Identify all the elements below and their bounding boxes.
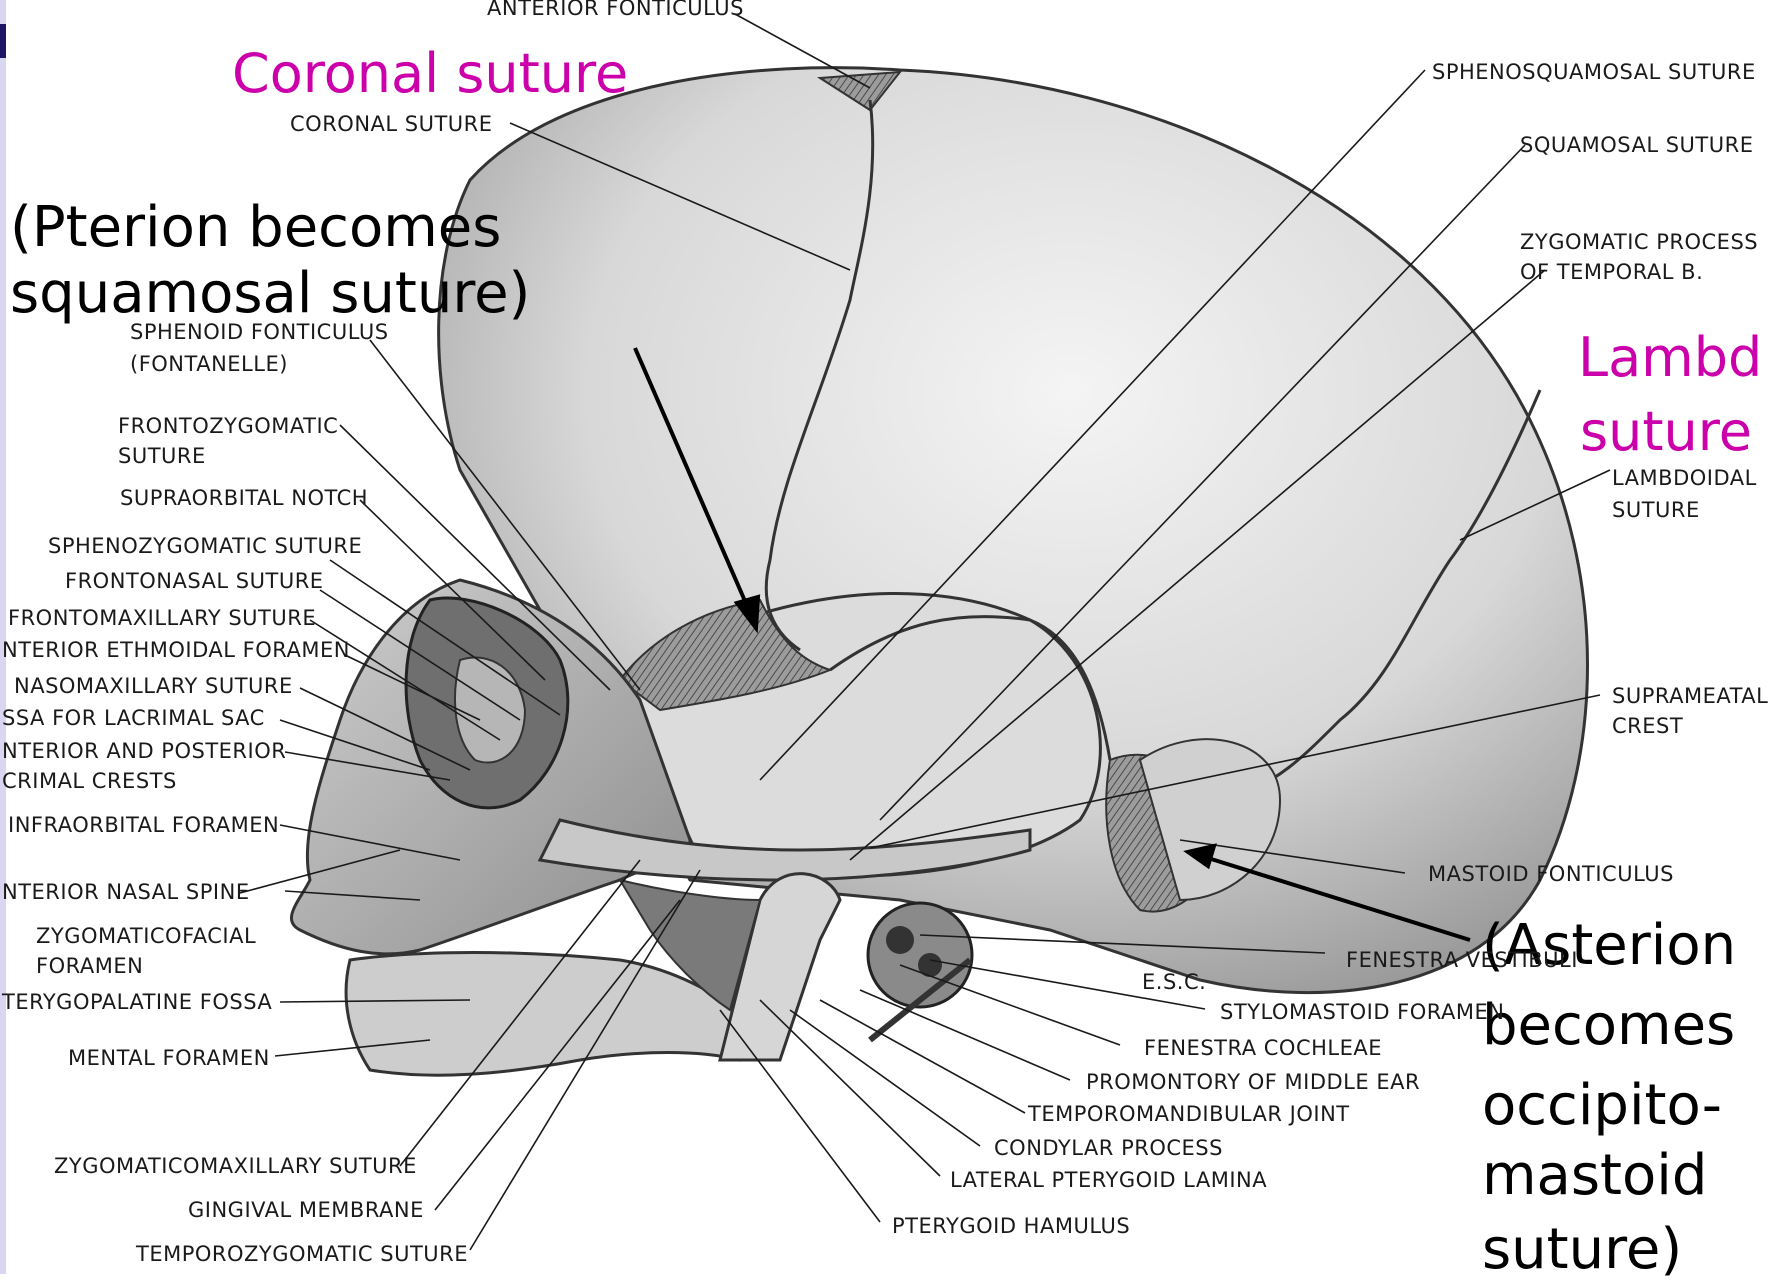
label-coronal-suture: CORONAL SUTURE <box>290 110 493 138</box>
label-fenestra-cochleae: FENESTRA COCHLEAE <box>1144 1034 1382 1062</box>
label-pterygopalatine: TERYGOPALATINE FOSSA <box>2 988 272 1016</box>
label-fossa-lacrimal: SSA FOR LACRIMAL SAC <box>2 704 265 732</box>
label-zygomaticofacial-foramen: FORAMEN <box>36 952 143 980</box>
label-lateral-pterygoid: LATERAL PTERYGOID LAMINA <box>950 1166 1267 1194</box>
label-lambdoidal-suture: SUTURE <box>1612 496 1700 524</box>
label-zygomaticofacial: ZYGOMATICOFACIAL <box>36 922 256 950</box>
pterion-overlay-line1: (Pterion becomes <box>10 196 501 260</box>
label-temporozygomatic: TEMPOROZYGOMATIC SUTURE <box>136 1240 468 1268</box>
label-lacrimal-crests: NTERIOR AND POSTERIOR <box>2 737 286 765</box>
label-ant-ethmoidal: NTERIOR ETHMOIDAL FORAMEN <box>2 636 350 664</box>
label-condylar-process: CONDYLAR PROCESS <box>994 1134 1223 1162</box>
lambdoid-overlay-line1: Lambd <box>1578 326 1762 390</box>
label-sphenozygomatic: SPHENOZYGOMATIC SUTURE <box>48 532 362 560</box>
label-fenestra-vestibuli: FENESTRA VESTIBULI <box>1346 946 1578 974</box>
label-esc: E.S.C. <box>1142 968 1206 996</box>
tympanic-ring <box>868 903 972 1007</box>
label-nasomaxillary: NASOMAXILLARY SUTURE <box>14 672 293 700</box>
label-tmj: TEMPOROMANDIBULAR JOINT <box>1028 1100 1350 1128</box>
label-infraorbital: INFRAORBITAL FORAMEN <box>8 811 279 839</box>
lambdoid-overlay-line2: suture <box>1580 400 1752 464</box>
coronal-suture-overlay: Coronal suture <box>232 42 628 106</box>
label-frontomaxillary: FRONTOMAXILLARY SUTURE <box>8 604 316 632</box>
label-mental-foramen: MENTAL FORAMEN <box>68 1044 270 1072</box>
label-lacrimal-crests-2: CRIMAL CRESTS <box>2 767 177 795</box>
asterion-overlay-line4: mastoid <box>1482 1144 1707 1208</box>
label-ant-nasal-spine: NTERIOR NASAL SPINE <box>2 878 250 906</box>
label-pterygoid-hamulus: PTERYGOID HAMULUS <box>892 1212 1130 1240</box>
label-supraorbital-notch: SUPRAORBITAL NOTCH <box>120 484 368 512</box>
label-mastoid-fonticulus: MASTOID FONTICULUS <box>1428 860 1674 888</box>
label-sphenosquamosal: SPHENOSQUAMOSAL SUTURE <box>1432 58 1756 86</box>
label-zygomatic-process: ZYGOMATIC PROCESS <box>1520 228 1758 256</box>
fenestra <box>886 926 914 954</box>
label-zygomaticomaxillary: ZYGOMATICOMAXILLARY SUTURE <box>54 1152 417 1180</box>
label-stylomastoid: STYLOMASTOID FORAMEN <box>1220 998 1505 1026</box>
asterion-overlay-line5: suture) <box>1482 1218 1682 1282</box>
label-promontory: PROMONTORY OF MIDDLE EAR <box>1086 1068 1420 1096</box>
asterion-overlay-line2: becomes <box>1482 994 1735 1058</box>
label-anterior-fonticulus: ANTERIOR FONTICULUS <box>487 0 744 22</box>
label-frontonasal: FRONTONASAL SUTURE <box>65 567 324 595</box>
label-fontanelle: (FONTANELLE) <box>130 350 288 378</box>
label-suprameatal-crest: CREST <box>1612 712 1683 740</box>
label-frontozygomatic: FRONTOZYGOMATIC <box>118 412 338 440</box>
label-zygomatic-process-temporal: OF TEMPORAL B. <box>1520 258 1703 286</box>
label-sphenoid-fonticulus: SPHENOID FONTICULUS <box>130 318 389 346</box>
label-frontozygomatic-suture: SUTURE <box>118 442 206 470</box>
label-squamosal: SQUAMOSAL SUTURE <box>1520 131 1753 159</box>
label-suprameatal: SUPRAMEATAL <box>1612 682 1768 710</box>
pterion-overlay-line2: squamosal suture) <box>10 262 530 326</box>
label-lambdoidal: LAMBDOIDAL <box>1612 464 1757 492</box>
label-gingival: GINGIVAL MEMBRANE <box>188 1196 424 1224</box>
asterion-overlay-line3: occipito- <box>1482 1074 1722 1138</box>
